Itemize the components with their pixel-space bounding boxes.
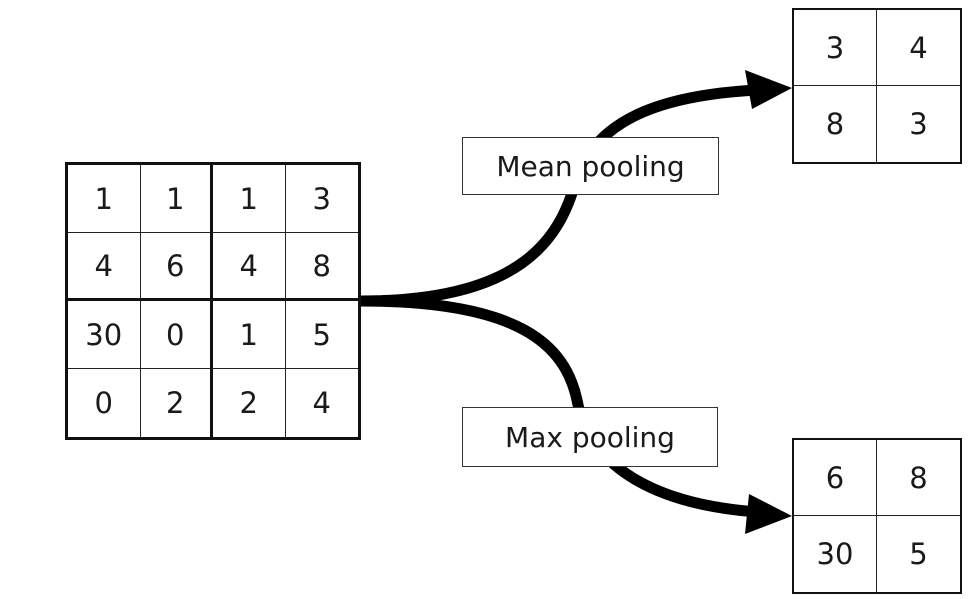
input-matrix-cell: 4 xyxy=(213,233,286,301)
input-matrix-cell: 1 xyxy=(68,165,141,233)
input-matrix-cell: 5 xyxy=(285,301,358,369)
input-matrix-cell: 3 xyxy=(285,165,358,233)
input-matrix-cell: 4 xyxy=(68,233,141,301)
max-pooling-label: Max pooling xyxy=(462,407,718,467)
input-matrix-cell: 6 xyxy=(140,233,213,301)
max-pooling-arrowhead xyxy=(745,494,792,534)
input-matrix-cell: 4 xyxy=(312,386,331,420)
mean-pooling-arrowhead xyxy=(745,70,792,109)
input-matrix-cell: 0 xyxy=(68,369,141,437)
mean-output-cell: 4 xyxy=(877,10,960,86)
max-output-cell: 6 xyxy=(794,440,877,516)
input-matrix-cell: 30 xyxy=(68,301,141,369)
max-output-cell: 30 xyxy=(794,516,877,592)
mean-pooling-arrow-line xyxy=(360,84,759,307)
mean-output-cell: 3 xyxy=(909,107,928,141)
mean-output-cell: 8 xyxy=(794,86,877,162)
max-output-cell: 5 xyxy=(909,537,928,571)
input-matrix-cell: 8 xyxy=(285,233,358,301)
input-matrix-cell: 2 xyxy=(213,369,286,437)
input-matrix-cell: 1 xyxy=(213,165,286,233)
mean-pooling-label: Mean pooling xyxy=(462,137,719,195)
input-matrix-cell: 0 xyxy=(140,301,213,369)
max-output-cell: 8 xyxy=(877,440,960,516)
input-matrix-cell: 2 xyxy=(141,369,213,437)
mean-output-cell: 3 xyxy=(794,10,877,86)
input-matrix-cell: 1 xyxy=(213,301,286,369)
input-matrix-cell: 1 xyxy=(140,165,213,233)
max-pooling-arrow-line xyxy=(360,295,759,518)
